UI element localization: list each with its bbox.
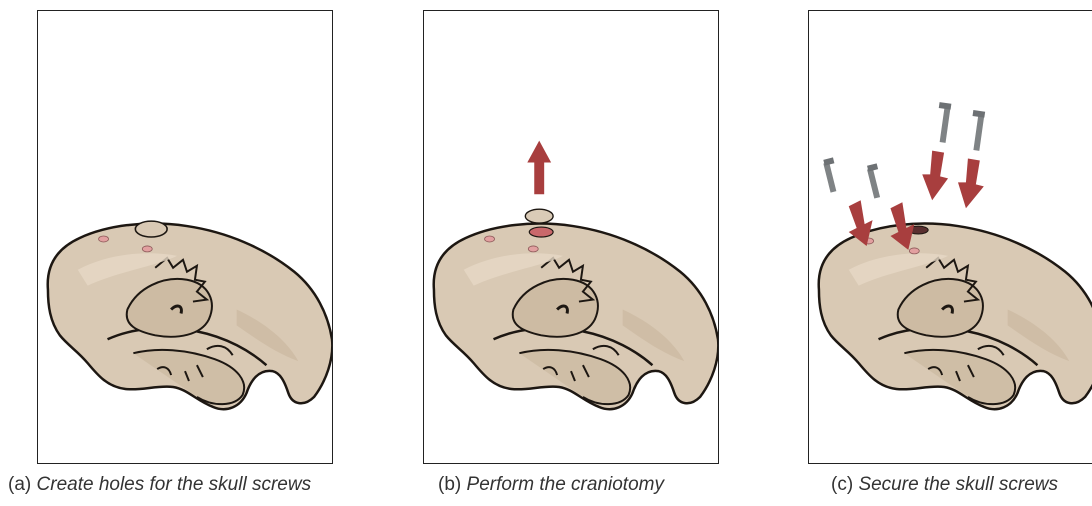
panel-c-illustration [809, 11, 1092, 463]
craniotomy-opening [529, 227, 553, 237]
panel-a-illustration [38, 11, 332, 463]
caption-text: Secure the skull screws [858, 474, 1058, 495]
up-arrow [527, 141, 551, 195]
caption-b: (b) Perform the craniotomy [438, 474, 664, 500]
screw-hole [142, 246, 152, 252]
panel-c [808, 10, 1092, 464]
skull-screw [939, 102, 952, 143]
panel-b [423, 10, 719, 464]
skull-illustration [434, 224, 718, 410]
caption-letter: (a) [8, 474, 31, 495]
screw-hole [909, 248, 919, 254]
craniotomy-outline [135, 221, 167, 237]
skull-screw [867, 163, 880, 198]
caption-letter: (b) [438, 474, 461, 495]
bone-flap [525, 209, 553, 223]
skull-illustration [48, 224, 332, 410]
skull-screw [973, 110, 986, 151]
screw-hole [99, 236, 109, 242]
caption-letter: (c) [831, 474, 853, 495]
down-arrow [922, 151, 948, 201]
caption-text: Create holes for the skull screws [37, 474, 312, 495]
panel-a [37, 10, 333, 464]
panel-b-illustration [424, 11, 718, 463]
caption-a: (a) Create holes for the skull screws [8, 474, 311, 500]
down-arrow [958, 159, 984, 209]
screw-hole [528, 246, 538, 252]
skull-illustration [819, 224, 1092, 410]
screw-hole [485, 236, 495, 242]
caption-text: Perform the craniotomy [467, 474, 664, 495]
caption-c: (c) Secure the skull screws [831, 474, 1058, 500]
skull-screw [823, 157, 836, 192]
